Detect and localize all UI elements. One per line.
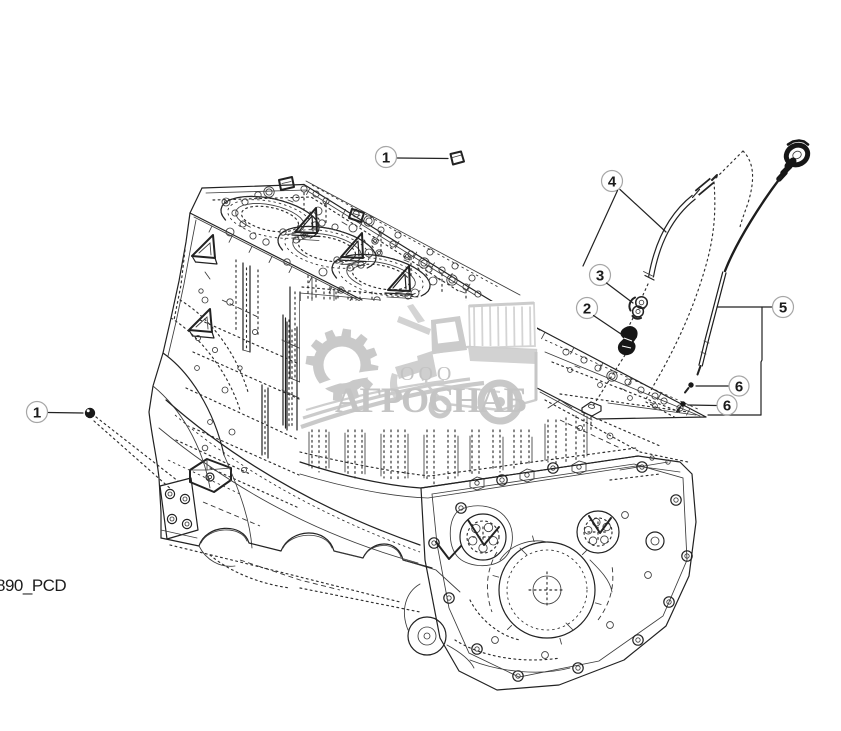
callout-3: 3 [588,263,634,304]
plug-part-left [84,407,96,419]
watermark-company-prefix: ООО [400,363,455,385]
callout-1-left-label: 1 [33,405,41,422]
watermark-company-name: АГРОСНАБ [335,380,526,420]
dipstick-part [696,139,811,376]
callout-4-label: 4 [608,174,617,191]
engine-block-drawing [148,176,707,691]
callout-6-upper-label: 6 [735,379,743,396]
drawing-code-label: 890_PCD [0,576,66,595]
watermark-logo: ООО АГРОСНАБ [300,301,538,429]
callout-6-lower-label: 6 [723,398,731,415]
callout-2: 2 [575,296,622,335]
bolt-lower [676,401,686,413]
callout-5: 5 [707,295,795,416]
harvester-rear-wheel [477,379,523,425]
callout-3-label: 3 [596,268,604,285]
dipstick-assembly: 4 3 2 5 6 6 [575,139,811,420]
callout-6-lower: 6 [687,394,738,416]
callout-1-left: 1 [25,400,179,491]
callout-2-label: 2 [583,301,591,318]
watermark: ООО АГРОСНАБ [300,301,538,429]
harvester-front-wheel [428,395,452,419]
callout-1-top-label: 1 [382,150,390,167]
callout-1-top: 1 [374,145,465,169]
callout-6-upper: 6 [695,375,750,397]
clamp-part [628,295,649,320]
callout-5-label: 5 [779,300,787,317]
gear-icon [305,328,380,402]
bolt-upper [684,382,694,394]
swoosh-lines [300,377,485,429]
harvester-icon [389,301,538,425]
plug-part-top [449,150,465,166]
callout-4: 4 [582,169,667,267]
adapter-part [617,326,638,356]
